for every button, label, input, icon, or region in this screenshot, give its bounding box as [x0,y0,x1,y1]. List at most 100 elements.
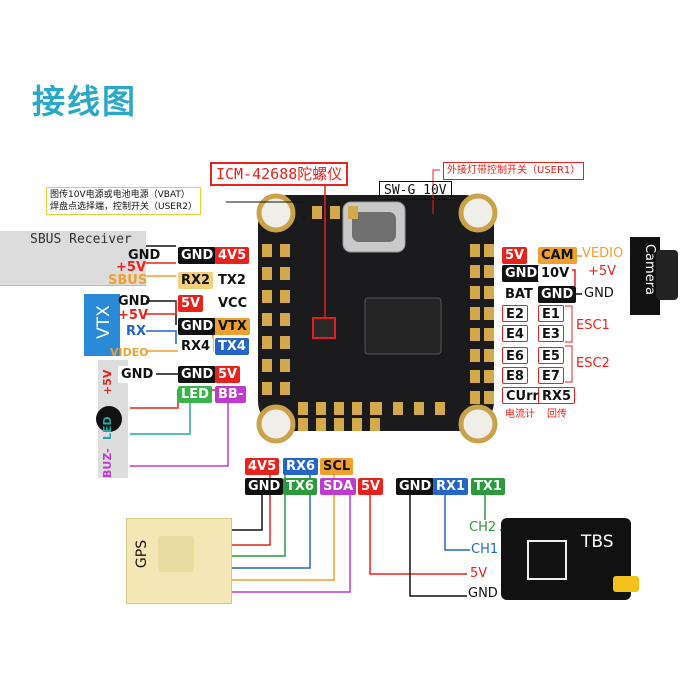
solder-pad [393,402,403,415]
solder-pad [316,402,326,415]
solder-pad [298,402,308,415]
header-tag-scl: SCL [320,458,354,475]
pad-tag-motor-right: E1 [538,305,564,322]
wire [230,470,311,569]
led-switch-callout: 外接灯带控制开关（USER1） [443,162,585,180]
pad-tag-gnd-10v: GND [502,265,541,282]
pad-tag-tx4: TX4 [215,338,249,355]
header-tag-5v: 5V [358,478,384,495]
sbus-receiver-title: SBUS Receiver [30,232,132,247]
solder-pad [470,370,480,383]
tbs-pin-gnd: GND [468,586,498,601]
solder-pad [280,290,290,303]
buzzer-pin: BUZ- [101,448,114,478]
page-title: 接线图 [32,82,137,121]
wire [146,330,177,344]
wire [230,470,286,557]
pad-tag-tx2: TX2 [215,272,249,289]
vtx-pin-rx: RX [126,324,147,339]
solder-pad [484,265,494,278]
solder-pad [484,370,494,383]
pad-tag-motor-right: E7 [538,367,564,384]
tbs-chip-icon [527,540,567,580]
header-tag-tx6: TX6 [283,478,317,495]
vtx-pin-gnd: GND [118,294,151,309]
solder-pad [470,328,480,341]
pad-tag-motor-left: E2 [502,305,528,322]
wire [409,493,467,597]
solder-pad [484,328,494,341]
solder-pad [262,359,272,372]
buzzer-icon [96,406,122,432]
camera-pin-gnd: GND [584,286,614,301]
solder-pad [262,382,272,395]
gyro-label: ICM-42688陀螺仪 [216,165,343,183]
esc1-label: ESC1 [576,318,610,333]
header-tag-4v5: 4V5 [245,458,280,475]
solder-pad [348,206,358,219]
sbus-pin-5v: +5V [116,260,146,275]
header-tag-gnd2: GND [396,478,435,495]
solder-pad [484,307,494,320]
solder-pad [470,265,480,278]
pad-tag-bb: BB- [215,386,247,403]
solder-pad [316,418,326,431]
gps-antenna-icon [158,536,194,572]
swg-callout: SW-G 10V [379,181,452,200]
camera-title: Camera [642,243,658,296]
solder-pad [330,206,340,219]
pad-tag-4v5: 4V5 [215,247,250,264]
tbs-title: TBS [581,532,614,552]
pad-tag-motor-right: E3 [538,325,564,342]
camera-module [630,237,660,315]
pad-tag-led: LED [178,386,212,403]
solder-pad [484,391,494,404]
gyro-callout: ICM-42688陀螺仪 [210,162,349,186]
pad-tag-5v-buz: 5V [215,366,241,383]
pad-tag-gnd-buz: GND [178,366,217,383]
solder-pad [470,349,480,362]
wire [230,492,263,531]
esc2-label: ESC2 [576,356,610,371]
solder-pad [280,336,290,349]
pad-tag-motor-left: E8 [502,367,528,384]
wire [146,300,177,325]
tbs-pin-ch2: CH2 [469,520,497,535]
camera-lens-icon [656,250,678,300]
solder-pad [262,244,272,257]
header-tag-sda: SDA [320,478,357,495]
wire [130,400,229,467]
camera-pin-5v: +5V [588,264,617,279]
buzzer-pin: LED [101,416,114,440]
power-note-line-1: 图传10V电源或电池电源（VBAT） [50,190,190,200]
solder-pad [334,418,344,431]
tbs-antenna-icon [613,576,639,592]
power-note-line-2: 焊盘点选择端，控制开关（USER2） [50,202,197,212]
camera-pin-video: VEDIO [582,246,624,261]
power-note: 图传10V电源或电池电源（VBAT） 焊盘点选择端，控制开关（USER2） [46,187,201,215]
pad-tag-rx2: RX2 [178,272,214,289]
pad-tag-rx4: RX4 [178,338,214,355]
solder-pad [280,244,290,257]
sbus-receiver: SBUS Receiver [0,231,146,286]
solder-pad [470,391,480,404]
solder-pad [435,402,445,415]
solder-pad [298,418,308,431]
pad-tag-motor-right: E5 [538,347,564,364]
pad-grid [262,206,494,431]
swg-label: SW-G 10V [384,183,447,198]
telemetry-note: 回传 [547,409,567,420]
flight-controller-board [256,193,498,444]
wire [130,400,191,435]
solder-pad [352,402,362,415]
solder-pad [414,402,424,415]
solder-pad [470,307,480,320]
pad-tag-gnd: GND [178,247,217,264]
pad-tag-gnd-bat: GND [538,286,577,303]
solder-pad [280,382,290,395]
gps-title: GPS [134,539,151,569]
wire [230,480,351,593]
pad-tag-5v-cam: 5V [502,247,528,264]
sbus-pin-gnd: GND [128,248,161,263]
solder-pad [262,290,272,303]
